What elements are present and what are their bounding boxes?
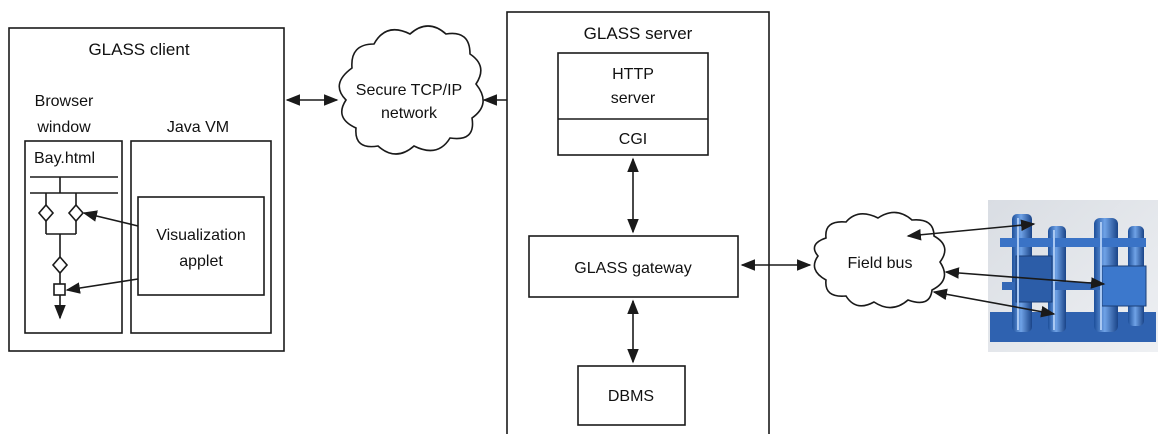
arrow-fieldbus-machine-1	[906, 219, 1036, 241]
glass-client-title: GLASS client	[88, 40, 189, 59]
http-cgi-box: HTTP server CGI	[557, 52, 709, 156]
glass-server-title: GLASS server	[584, 24, 693, 43]
network-label-line1: Secure TCP/IP	[356, 82, 462, 99]
glass-gateway-label: GLASS gateway	[574, 260, 691, 277]
http-server-label-line1: HTTP	[612, 66, 654, 83]
arrow-fieldbus-machine-2	[944, 267, 1106, 289]
cgi-label: CGI	[619, 131, 647, 148]
arrow-applet-to-diamond	[82, 210, 139, 227]
visualization-applet-box	[137, 196, 265, 296]
network-cloud: Secure TCP/IP network	[338, 25, 484, 155]
glass-gateway-box: GLASS gateway	[528, 235, 739, 298]
applet-label-line1: Visualization	[156, 227, 246, 244]
bay-html-label: Bay.html	[34, 150, 95, 167]
browser-window-label-line1: Browser	[35, 93, 94, 110]
square-node	[53, 283, 66, 296]
java-vm-label: Java VM	[167, 119, 229, 136]
network-label-line2: network	[381, 105, 438, 122]
dbms-label: DBMS	[608, 388, 654, 405]
applet-label-line2: applet	[179, 253, 223, 270]
arrow-applet-to-square	[65, 278, 139, 294]
bay-schematic	[37, 193, 85, 320]
industrial-machinery-photo	[988, 200, 1158, 352]
java-vm-box: Visualization applet	[130, 140, 272, 334]
glass-server-box: GLASS server HTTP server CGI GLASS gatew…	[506, 11, 770, 439]
fieldbus-label: Field bus	[848, 255, 913, 272]
browser-window-label-line2: window	[36, 119, 91, 136]
http-server-label-line2: server	[611, 90, 656, 107]
browser-window-box: Bay.html	[24, 140, 123, 334]
fieldbus-cloud: Field bus	[813, 211, 946, 309]
dbms-box: DBMS	[577, 365, 686, 426]
glass-client-box: GLASS client Browser window Java VM Bay.…	[8, 27, 285, 352]
arrow-fieldbus-machine-3	[932, 288, 1056, 318]
